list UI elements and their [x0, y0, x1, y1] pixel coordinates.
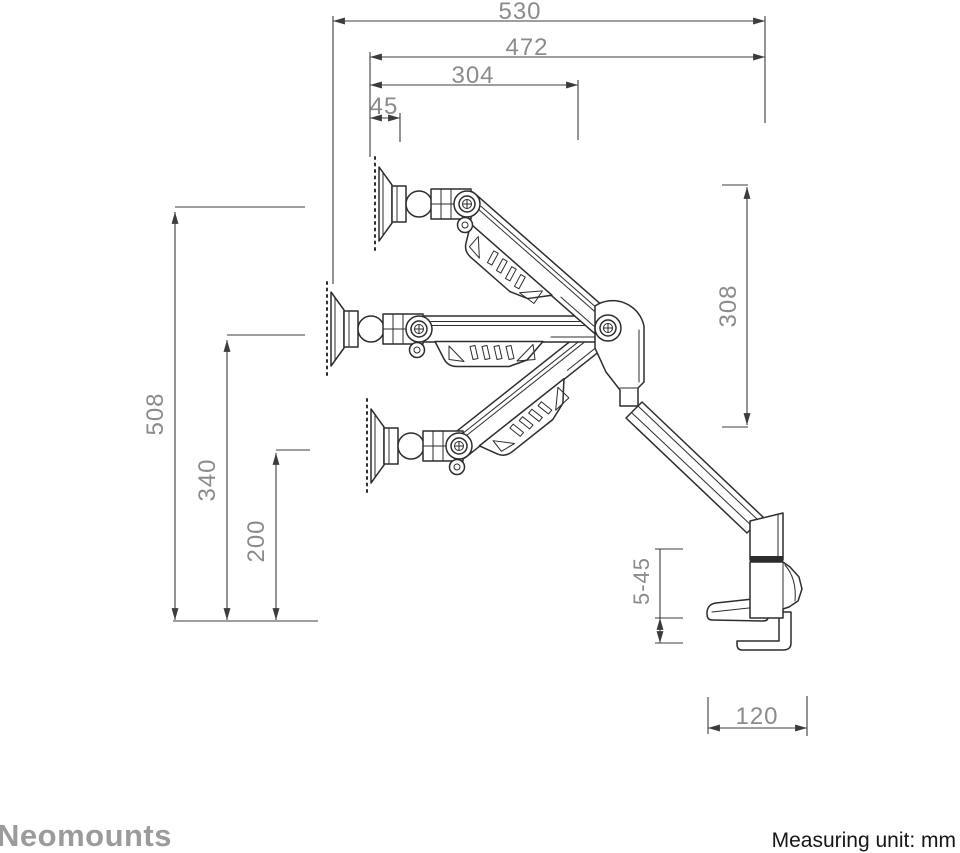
- dimension-label: 120: [735, 703, 778, 730]
- dimension-label: 45: [370, 93, 399, 120]
- dimension-label: 308: [715, 284, 742, 327]
- dimension-label: 472: [505, 34, 548, 61]
- dimension-label: 200: [243, 519, 270, 562]
- clamp-body: [749, 561, 803, 619]
- dim-508: 508: [142, 206, 305, 620]
- dimensions: 530 472 304 45 508 340: [142, 0, 808, 736]
- pivot-screw-top: [453, 190, 481, 218]
- dimension-label: 508: [142, 392, 169, 435]
- dim-472: 472: [369, 34, 765, 157]
- dim-200: 200: [243, 449, 310, 620]
- dimension-label: 340: [194, 458, 221, 501]
- pivot-screw-middle: [405, 315, 433, 343]
- lower-arm: [625, 401, 764, 534]
- dim-120: 120: [707, 696, 808, 736]
- dim-308: 308: [715, 184, 751, 428]
- clamp-band: [750, 556, 783, 562]
- dim-530: 530: [332, 0, 766, 284]
- dim-304: 304: [370, 62, 579, 140]
- clamp-hook: [736, 611, 792, 651]
- dimension-label: 530: [498, 0, 541, 25]
- dimension-label: 5-45: [629, 557, 654, 605]
- pivot-screw-bottom: [445, 432, 473, 460]
- pivot-screw-elbow: [594, 314, 622, 342]
- measuring-unit-note: Measuring unit: mm: [771, 829, 956, 852]
- dim-5-45: 5-45: [629, 548, 683, 644]
- brand-logo: Neomounts: [0, 818, 172, 853]
- monitor-arm-drawing: [326, 156, 803, 651]
- dimension-label: 304: [451, 62, 494, 89]
- dim-340: 340: [194, 334, 305, 620]
- desk-clamp: [706, 512, 803, 651]
- dim-45: 45: [370, 93, 401, 142]
